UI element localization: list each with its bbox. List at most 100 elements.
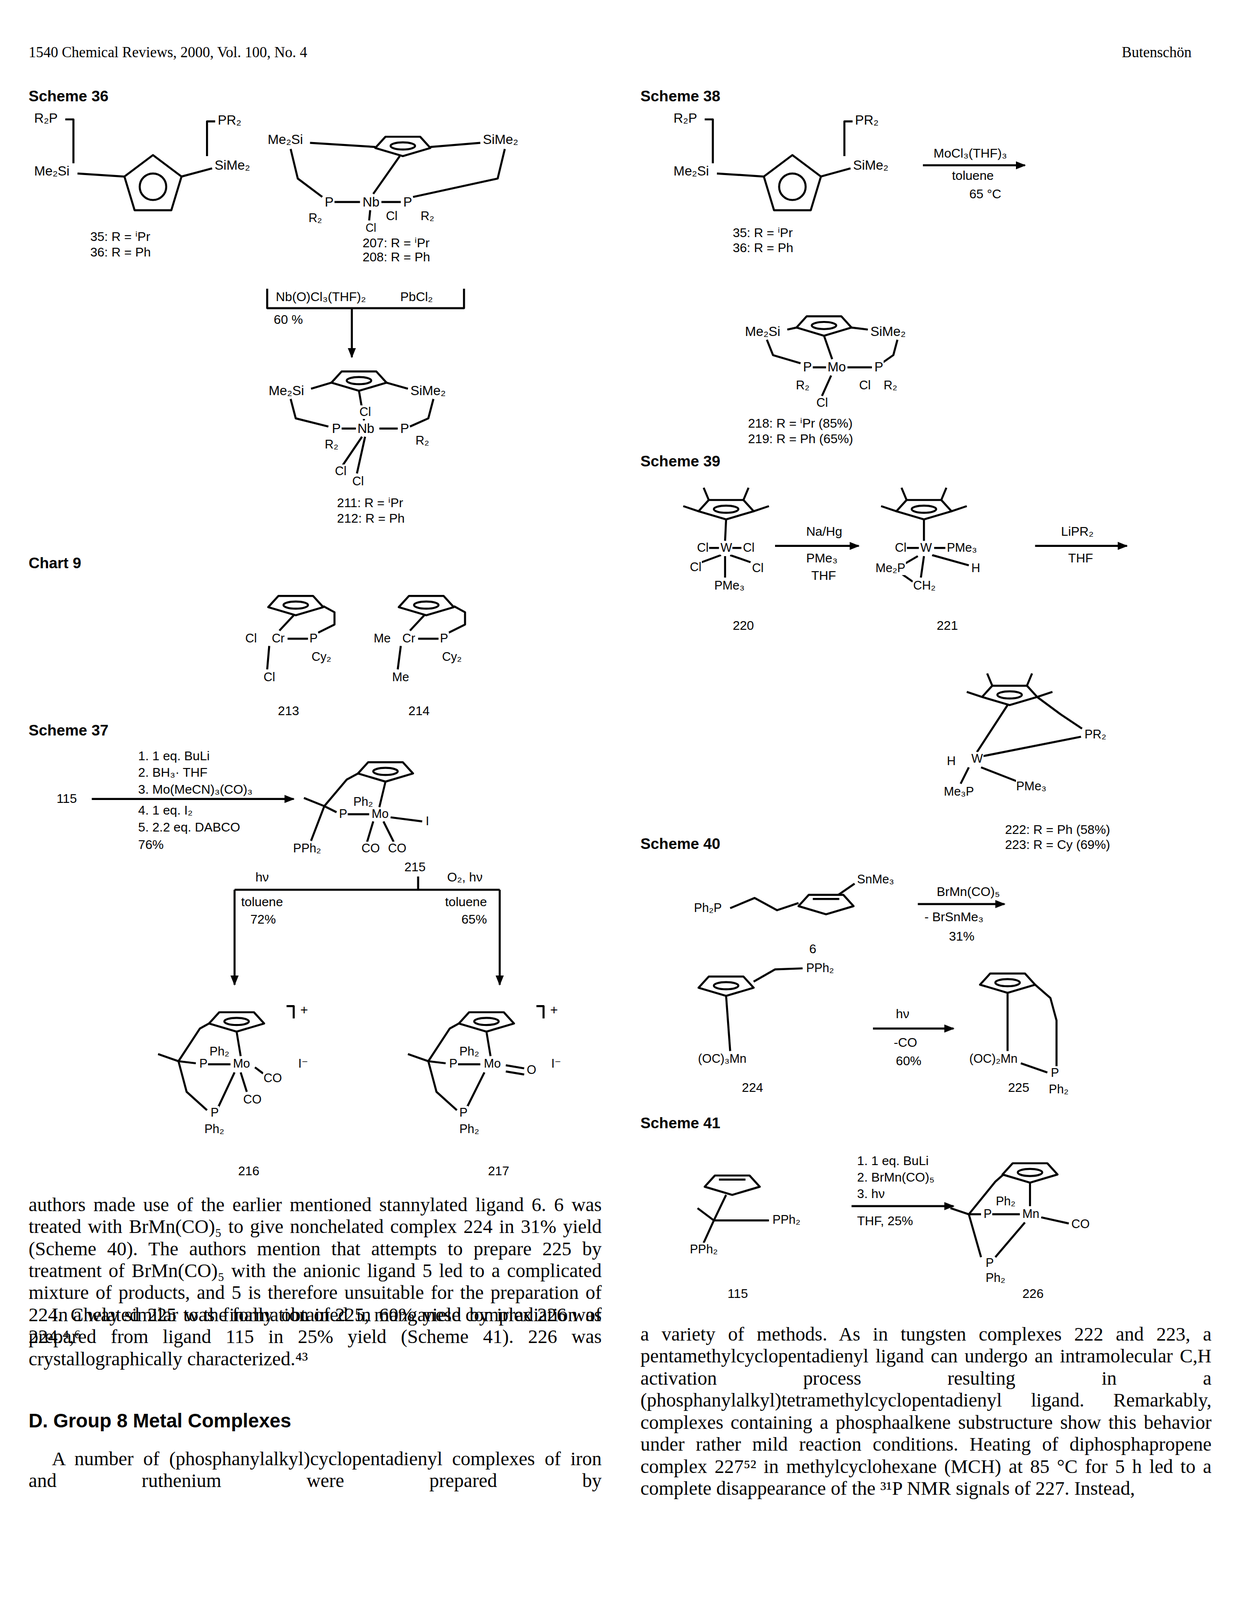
reaction-bracket bbox=[267, 288, 464, 309]
structure-label: 224 bbox=[741, 1079, 764, 1094]
structure-label: 216 bbox=[237, 1163, 260, 1178]
structure-label: MoCl₃(THF)₃ bbox=[933, 145, 1008, 160]
structure-label: I⁻ bbox=[550, 1057, 562, 1071]
complex-structure bbox=[950, 1162, 1069, 1257]
structure-label: PPh₂ bbox=[689, 1242, 719, 1256]
structure-label: 222: R = Ph (58%) bbox=[1004, 822, 1111, 837]
scheme-title: Scheme 36 bbox=[28, 87, 109, 105]
structure-label: P bbox=[982, 1206, 993, 1221]
structure-label: R₂ bbox=[883, 378, 898, 393]
structure-label: 220 bbox=[732, 618, 755, 633]
reaction-arrow bbox=[872, 1027, 954, 1030]
structure-label: 31% bbox=[948, 929, 976, 944]
structure-label: 1. 1 eq. BuLi bbox=[856, 1153, 930, 1168]
structure-label: PbCl₂ bbox=[399, 289, 434, 304]
structure-label: Nb(O)Cl₃(THF)₂ bbox=[275, 289, 367, 304]
structure-label: Cl bbox=[244, 631, 258, 646]
reaction-arrow bbox=[498, 889, 501, 985]
structure-label: BrMn(CO)₅ bbox=[935, 884, 1000, 899]
reaction-arrow bbox=[350, 308, 353, 358]
structure-label: Ph₂ bbox=[204, 1122, 225, 1136]
scheme-title: Scheme 41 bbox=[640, 1114, 721, 1132]
structure-label: PR₂ bbox=[854, 112, 880, 128]
running-header: 1540 Chemical Reviews, 2000, Vol. 100, N… bbox=[28, 45, 308, 62]
structure-label: Cl bbox=[351, 474, 365, 489]
structure-label: 35: R = ⁱPr bbox=[732, 225, 794, 240]
structure-label: Me bbox=[373, 631, 392, 646]
structure-label: P bbox=[399, 421, 410, 436]
structure-label: Me₃P bbox=[943, 784, 975, 799]
structure-label: Me₂Si bbox=[744, 324, 781, 339]
structure-label: PMe₃ bbox=[805, 550, 839, 565]
structure-label: P bbox=[338, 807, 349, 821]
structure-label: Ph₂ bbox=[984, 1270, 1006, 1285]
structure-label: 2. BrMn(CO)₅ bbox=[856, 1170, 935, 1185]
structure-label: Ph₂P bbox=[693, 901, 723, 915]
reaction-arrow bbox=[922, 164, 1025, 167]
structure-label: Cl bbox=[385, 209, 398, 223]
complex-structure bbox=[267, 595, 335, 670]
reaction-arrow bbox=[233, 889, 236, 985]
running-header: Butenschön bbox=[1121, 45, 1192, 62]
structure-label: 35: R = ⁱPr bbox=[89, 229, 151, 244]
structure-label: 226 bbox=[1021, 1285, 1045, 1300]
structure-label: Me₂P bbox=[874, 561, 906, 575]
structure-label: THF, 25% bbox=[856, 1213, 914, 1228]
structure-label: Cl bbox=[696, 540, 710, 555]
structure-label: PMe₃ bbox=[1015, 779, 1047, 793]
structure-label: P bbox=[402, 194, 413, 210]
structure-label: Me₂Si bbox=[673, 163, 710, 179]
section-heading: D. Group 8 Metal Complexes bbox=[28, 1410, 292, 1432]
structure-label: SiMe₂ bbox=[214, 158, 251, 173]
structure-label: SiMe₂ bbox=[482, 132, 519, 147]
structure-label: I⁻ bbox=[297, 1057, 309, 1071]
structure-label: Cy₂ bbox=[311, 649, 333, 664]
structure-label: 36: R = Ph bbox=[89, 244, 152, 259]
structure-label: 76% bbox=[137, 837, 165, 852]
structure-label: P bbox=[198, 1057, 208, 1071]
structure-label: 65% bbox=[460, 911, 488, 926]
structure-label: THF bbox=[810, 568, 837, 583]
structure-label: PPh₂ bbox=[805, 961, 835, 975]
structure-label: 218: R = ⁱPr (85%) bbox=[747, 416, 854, 431]
structure-label: 1. 1 eq. BuLi bbox=[137, 748, 211, 763]
structure-label: Cl bbox=[359, 405, 372, 419]
body-text: a variety of methods. As in tungsten com… bbox=[640, 1322, 1212, 1500]
structure-label: hν bbox=[254, 870, 270, 885]
structure-label: 225 bbox=[1007, 1079, 1030, 1094]
structure-label: 3. hν bbox=[856, 1186, 886, 1201]
structure-label: Ph₂ bbox=[459, 1122, 480, 1136]
structure-label: P bbox=[873, 359, 884, 375]
structure-label: R₂ bbox=[795, 378, 810, 393]
structure-label: 208: R = Ph bbox=[362, 250, 431, 265]
structure-label: toluene bbox=[444, 894, 488, 909]
structure-label: 2. BH₃· THF bbox=[137, 764, 208, 779]
structure-label: 60 % bbox=[273, 312, 304, 327]
structure-label: Cl bbox=[815, 396, 829, 410]
structure-label: 211: R = ⁱPr bbox=[336, 495, 404, 510]
structure-label: SiMe₂ bbox=[870, 324, 907, 339]
structure-label: PR₂ bbox=[1084, 727, 1108, 742]
structure-label: Cl bbox=[894, 540, 907, 555]
structure-label: 4. 1 eq. I₂ bbox=[137, 802, 193, 817]
structure-label: W bbox=[719, 540, 733, 555]
structure-label: Me bbox=[391, 670, 410, 684]
ligand-structure bbox=[697, 1174, 769, 1243]
body-text: A number of (phosphanylalkyl)cyclopentad… bbox=[28, 1447, 602, 1492]
structure-label: P bbox=[209, 1106, 220, 1120]
ligand-structure bbox=[65, 119, 216, 210]
complex-structure bbox=[158, 1005, 294, 1110]
structure-label: P bbox=[309, 631, 319, 646]
complex-structure bbox=[397, 595, 466, 670]
structure-label: 212: R = Ph bbox=[336, 510, 406, 525]
structure-label: H bbox=[970, 561, 981, 575]
structure-label: SnMe₃ bbox=[856, 872, 895, 887]
structure-label: 3. Mo(MeCN)₃(CO)₃ bbox=[137, 782, 254, 797]
structure-label: Ph₂ bbox=[352, 794, 374, 809]
structure-label: 214 bbox=[408, 703, 431, 718]
structure-label: 221 bbox=[935, 618, 959, 633]
structure-label: P bbox=[439, 631, 449, 646]
structure-label: 207: R = ⁱPr bbox=[362, 235, 430, 250]
structure-label: Me₂Si bbox=[33, 163, 70, 179]
